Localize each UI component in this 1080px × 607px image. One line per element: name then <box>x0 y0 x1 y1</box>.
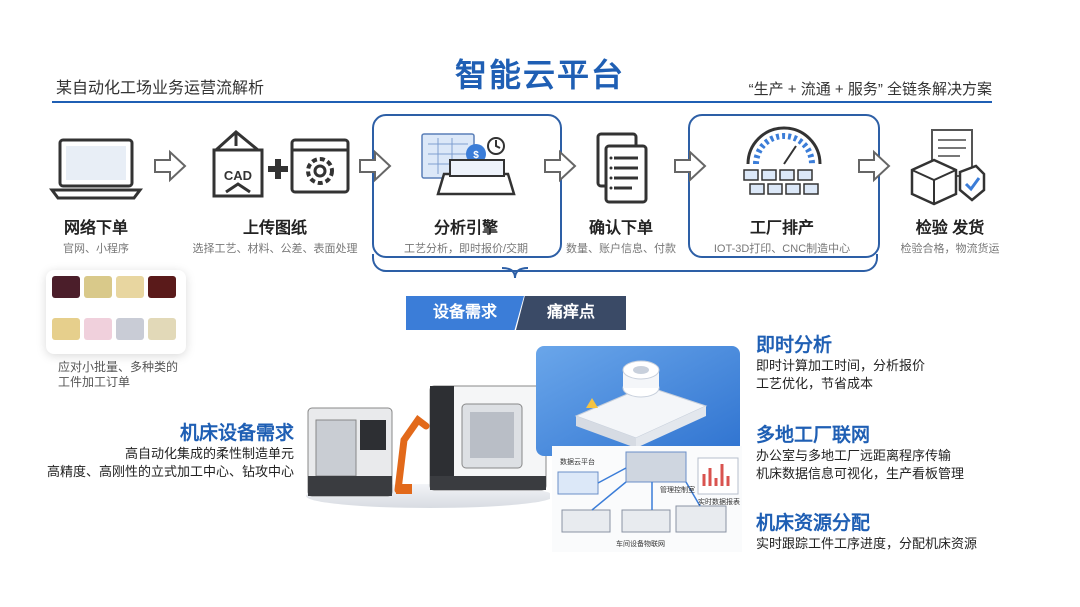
feature-resource-allocation: 机床资源分配 实时跟踪工件工序进度，分配机床资源 <box>756 508 977 553</box>
page-title: 智能云平台 <box>454 57 625 93</box>
feature-line: 实时跟踪工件工序进度，分配机床资源 <box>756 536 978 551</box>
subtitle-right: “生产 + 流通 + 服务” 全链条解决方案 <box>748 81 992 98</box>
flow-step-sub: 数量、账户信息、付款 <box>566 243 676 255</box>
bracket-line <box>372 254 878 272</box>
arrow-right-icon <box>359 149 392 183</box>
arrow-right-icon <box>858 149 891 183</box>
flow-step-upload: 上传图纸 选择工艺、材料、公差、表面处理 <box>180 214 370 256</box>
part-thumbnail <box>52 276 80 298</box>
flow-step-sub: 工艺分析，即时报价/交期 <box>403 243 529 255</box>
machine-needs-line: 高自动化集成的柔性制造单元 <box>124 446 294 461</box>
tab-equipment-needs[interactable]: 设备需求 <box>406 296 524 330</box>
machine-needs-line: 高精度、高刚性的立式加工中心、钻攻中心 <box>46 464 294 479</box>
machine-needs-block: 机床设备需求 高自动化集成的柔性制造单元 高精度、高刚性的立式加工中心、钻攻中心 <box>40 418 294 481</box>
flow-step-sub: IOT-3D打印、CNC制造中心 <box>713 243 851 255</box>
flow-step-sub: 官网、小程序 <box>63 243 129 255</box>
thumbs-caption-line: 应对小批量、多种类的 <box>58 360 179 374</box>
flow-step-label: 确认下单 <box>588 220 653 237</box>
flow-step-label: 上传图纸 <box>242 220 307 237</box>
part-3d-preview <box>536 346 740 456</box>
feature-line: 工艺优化，节省成本 <box>756 376 874 391</box>
cad-label: CAD <box>224 168 252 183</box>
machine-needs-heading: 机床设备需求 <box>179 423 294 444</box>
feature-heading: 机床资源分配 <box>756 513 871 534</box>
part-thumbnail <box>148 318 176 340</box>
feature-instant-analysis: 即时分析 即时计算加工时间，分析报价 工艺优化，节省成本 <box>756 330 925 393</box>
feature-multi-factory: 多地工厂联网 办公室与多地工厂远距离程序传输 机床数据信息可视化，生产看板管理 <box>756 420 964 483</box>
flow-step-factory: 工厂排产 IOT-3D打印、CNC制造中心 <box>700 214 864 256</box>
inspection-icon <box>910 129 986 206</box>
flow-step-sub: 选择工艺、材料、公差、表面处理 <box>192 243 358 255</box>
part-thumbnail <box>52 318 80 340</box>
network-label: 数据云平台 <box>560 457 595 466</box>
cad-upload-icon: CAD <box>212 130 350 198</box>
tab-pain-points[interactable]: 痛痒点 <box>516 296 626 330</box>
feature-line: 即时计算加工时间，分析报价 <box>756 358 926 373</box>
analysis-engine-icon: $ <box>421 133 516 196</box>
feature-heading: 即时分析 <box>756 335 833 356</box>
arrow-right-icon <box>154 149 187 183</box>
network-label: 车间设备物联网 <box>616 539 665 548</box>
part-thumbnail <box>116 276 144 298</box>
part-thumbnail <box>84 318 112 340</box>
part-thumbnail <box>148 276 176 298</box>
thumbs-caption: 应对小批量、多种类的 工件加工订单 <box>58 360 178 390</box>
flow-step-confirm: 确认下单 数量、账户信息、付款 <box>560 214 682 256</box>
part-thumbnail <box>116 318 144 340</box>
bracket-pointer <box>501 267 529 279</box>
network-label: 管理控制室 <box>660 485 695 494</box>
subtitle-left: 某自动化工场业务运营流解析 <box>56 80 265 97</box>
flow-step-analysis: 分析引擎 工艺分析，即时报价/交期 <box>386 214 546 256</box>
factory-icon <box>743 126 822 195</box>
feature-line: 机床数据信息可视化，生产看板管理 <box>756 466 965 481</box>
feature-line: 办公室与多地工厂远距离程序传输 <box>756 448 952 463</box>
network-label: 实时数据报表 <box>698 497 740 506</box>
flow-step-label: 工厂排产 <box>749 220 814 237</box>
parts-thumbnail-grid <box>46 270 186 354</box>
factory-highlight-box <box>688 114 880 258</box>
cnc-machine-illustration <box>306 385 550 508</box>
flow-step-inspection: 检验 发货 检验合格，物流货运 <box>888 214 1012 256</box>
flow-step-label: 分析引擎 <box>433 220 498 237</box>
laptop-icon <box>49 138 143 200</box>
title-divider <box>52 101 992 103</box>
thumbs-caption-line: 工件加工订单 <box>58 375 131 389</box>
svg-text:$: $ <box>473 150 479 161</box>
flow-step-sub: 检验合格，物流货运 <box>900 243 1000 255</box>
part-thumbnail <box>84 276 112 298</box>
arrow-right-icon <box>544 149 577 183</box>
flow-step-label: 检验 发货 <box>915 220 985 237</box>
flow-step-label: 网络下单 <box>63 220 128 237</box>
factory-network-diagram: 数据云平台 管理控制室 实时数据报表 车间设备物联网 <box>552 446 742 552</box>
feature-heading: 多地工厂联网 <box>756 425 871 446</box>
flow-step-order: 网络下单 官网、小程序 <box>36 214 156 256</box>
documents-icon <box>596 132 648 204</box>
analysis-highlight-box <box>372 114 562 258</box>
arrow-right-icon <box>674 149 707 183</box>
